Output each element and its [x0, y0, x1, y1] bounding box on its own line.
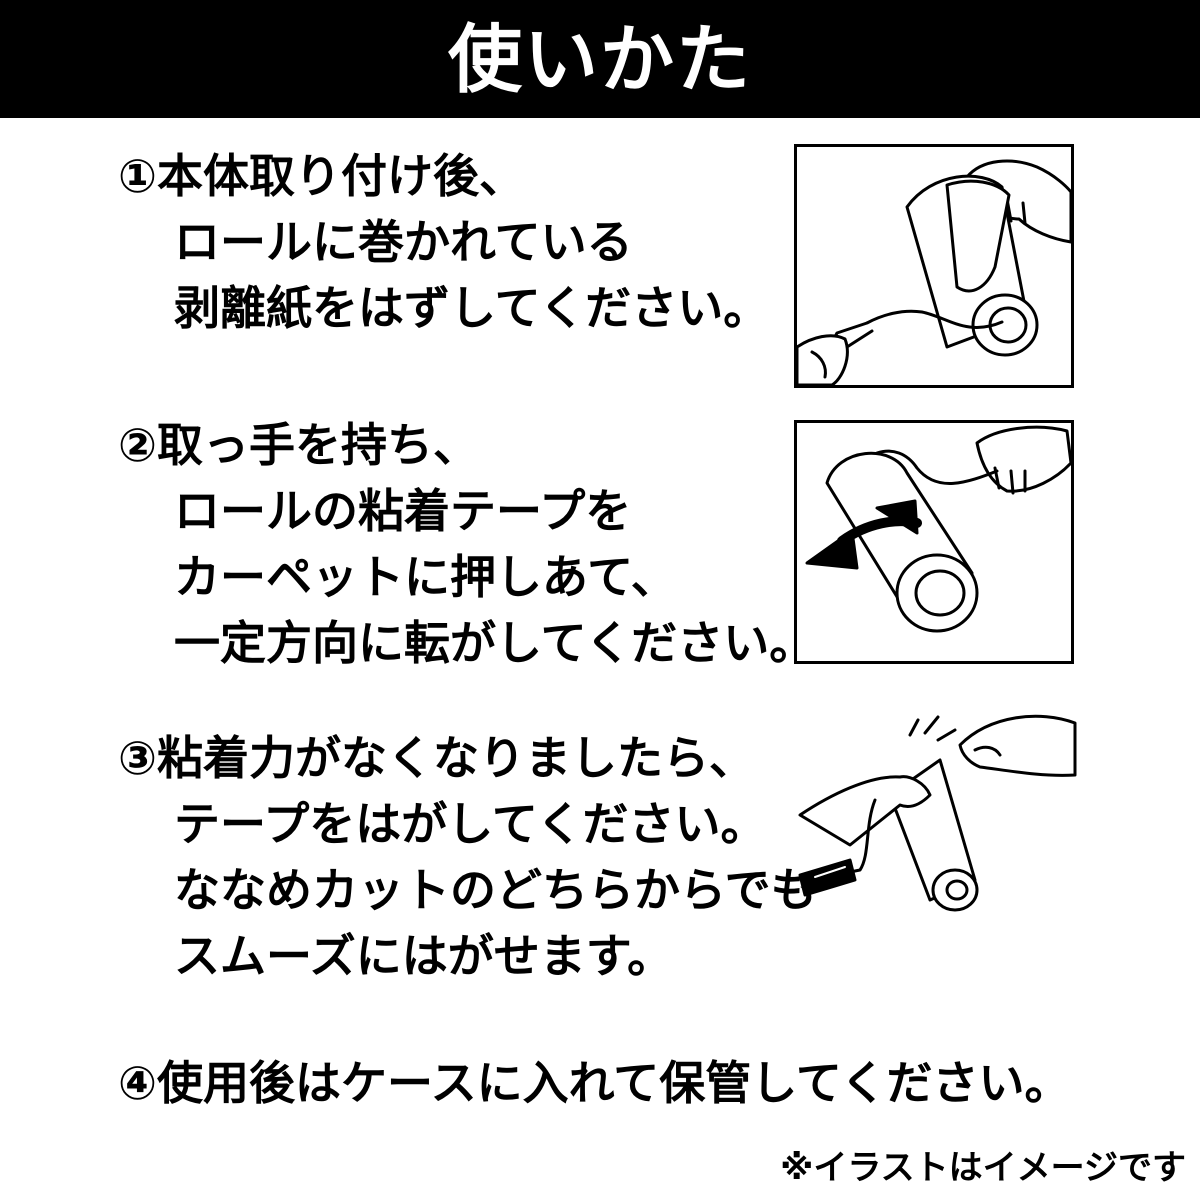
roller-tear-tape-icon [798, 714, 1077, 912]
illustration-disclaimer: ※イラストはイメージです [780, 1148, 1186, 1188]
step-4-line-1: ④使用後はケースに入れて保管してください。 [118, 1056, 1071, 1110]
step-3-line-1: ③粘着力がなくなりましたら、 [118, 731, 755, 785]
step-2: ②取っ手を持ち、 ロールの粘着テープを カーペットに押しあて、 一定方向に転がし… [118, 412, 816, 676]
step-1-illustration-frame [794, 144, 1074, 388]
step-2-line-4: 一定方向に転がしてください。 [174, 616, 816, 670]
page-title: 使いかた [448, 17, 752, 103]
roller-rolling-icon [805, 425, 1071, 633]
step-2-line-1: ②取っ手を持ち、 [118, 418, 479, 472]
step-3-line-3: ななめカットのどちらからでも [174, 863, 817, 917]
step-4: ④使用後はケースに入れて保管してください。 [118, 1050, 1118, 1116]
step-3: ③粘着力がなくなりましたら、 テープをはがしてください。 ななめカットのどちらか… [118, 725, 817, 989]
step-1: ①本体取り付け後、 ロールに巻かれている 剥離紙をはずしてください。 [118, 143, 798, 341]
step-2-line-2: ロールの粘着テープを [174, 484, 632, 538]
header-bar: 使いかた [0, 0, 1200, 118]
step-3-line-2: テープをはがしてください。 [174, 797, 767, 851]
step-1-line-2: ロールに巻かれている [174, 215, 633, 269]
step-1-line-3: 剥離紙をはずしてください。 [174, 281, 770, 335]
roller-peel-paper-icon [797, 159, 1071, 385]
step-2-line-3: カーペットに押しあて、 [174, 550, 677, 604]
step-3-line-4: スムーズにはがせます。 [174, 929, 674, 983]
step-1-line-1: ①本体取り付け後、 [118, 149, 525, 203]
step-3-illustration [790, 705, 1090, 920]
step-2-illustration-frame [794, 420, 1074, 664]
